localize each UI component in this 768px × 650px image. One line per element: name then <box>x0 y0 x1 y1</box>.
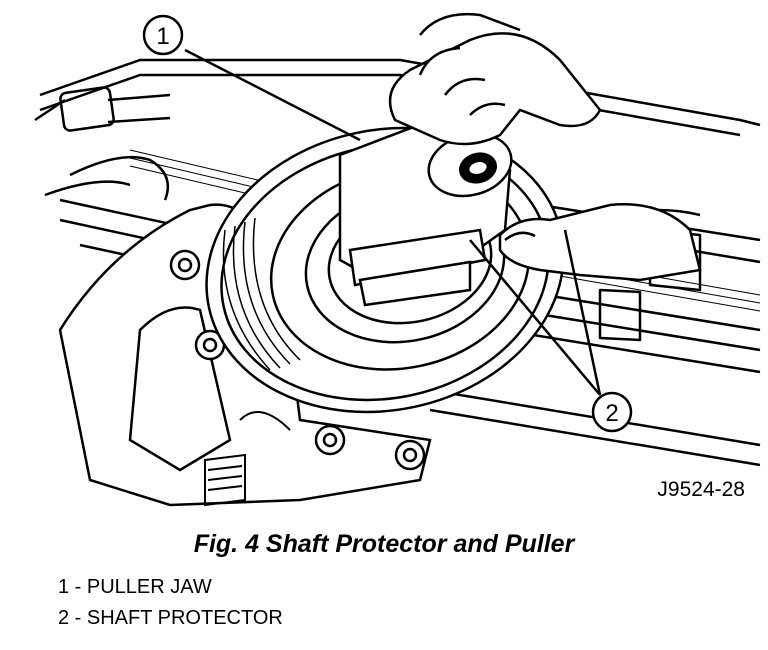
hand-upper <box>388 13 602 146</box>
pulley-grooves <box>222 217 301 371</box>
callout-leaders <box>184 48 602 396</box>
figure-code: J9524-28 <box>657 478 745 501</box>
legend: 1 - PULLER JAW 2 - SHAFT PROTECTOR <box>58 572 283 634</box>
callout-1-circle <box>142 14 184 56</box>
legend-item-1: 1 - PULLER JAW <box>58 576 212 598</box>
shaft-protector-puller-illustration: 1 2 J9524-28 <box>34 13 761 507</box>
callout-2-circle <box>591 391 633 433</box>
callout-1: 1 <box>142 14 184 56</box>
puller-tool <box>338 113 513 307</box>
legend-item-2: 2 - SHAFT PROTECTOR <box>58 607 283 629</box>
figure-caption: Fig. 4 Shaft Protector and Puller <box>193 530 575 558</box>
hand-lower <box>498 203 702 282</box>
callout-2-number: 2 <box>605 400 618 427</box>
callout-1-number: 1 <box>156 23 169 50</box>
callout-2: 2 <box>591 391 633 433</box>
clutch-spring <box>204 411 291 507</box>
